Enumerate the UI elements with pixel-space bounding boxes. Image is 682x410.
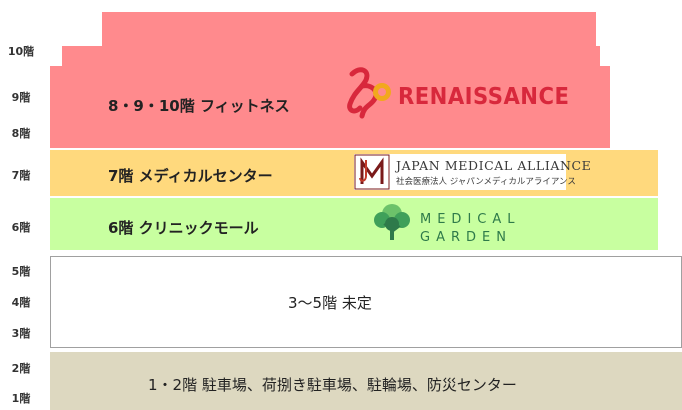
floor-label-2: 2階 [11,362,31,375]
clinic-mall-label: 6階 クリニックモール [108,219,259,237]
floor-label-3: 3階 [11,327,31,340]
fitness-band [50,12,610,148]
medical-garden-line2: GARDEN [420,230,512,245]
jma-logo-icon [354,154,390,190]
renaissance-logo-text: RENAISSANCE [398,84,570,110]
undecided-label: 3～5階 未定 [288,294,372,312]
renaissance-logo: RENAISSANCE [340,66,580,122]
floor-label-4: 4階 [11,296,31,309]
parking-label: 1・2階 駐車場、荷捌き駐車場、駐輪場、防災センター [148,376,517,394]
floor-label-9: 9階 [11,91,31,104]
parking-band [50,352,682,410]
fitness-band-label: 8・9・10階 フィットネス [108,97,290,115]
tree-logo-icon [374,204,410,240]
floor-label-5: 5階 [11,265,31,278]
jma-logo: JAPAN MEDICAL ALLIANCE 社会医療法人 ジャパンメディカルア… [354,154,591,190]
floor-label-7: 7階 [11,169,31,182]
clinic-mall-band [50,198,658,250]
medical-center-label: 7階 メディカルセンター [108,167,273,185]
jma-logo-text: JAPAN MEDICAL ALLIANCE [396,158,592,173]
fitness-band-shape [50,12,610,148]
undecided-band [50,256,682,348]
medical-garden-line1: MEDICAL [420,212,521,227]
floor-label-1: 1階 [11,392,31,405]
medical-garden-logo: MEDICAL GARDEN [370,200,540,248]
floor-label-10: 10階 [7,45,35,58]
jma-logo-subtext: 社会医療法人 ジャパンメディカルアライアンス [396,177,576,187]
renaissance-logo-icon [347,67,391,119]
floor-label-6: 6階 [11,221,31,234]
floor-label-8: 8階 [11,127,31,140]
